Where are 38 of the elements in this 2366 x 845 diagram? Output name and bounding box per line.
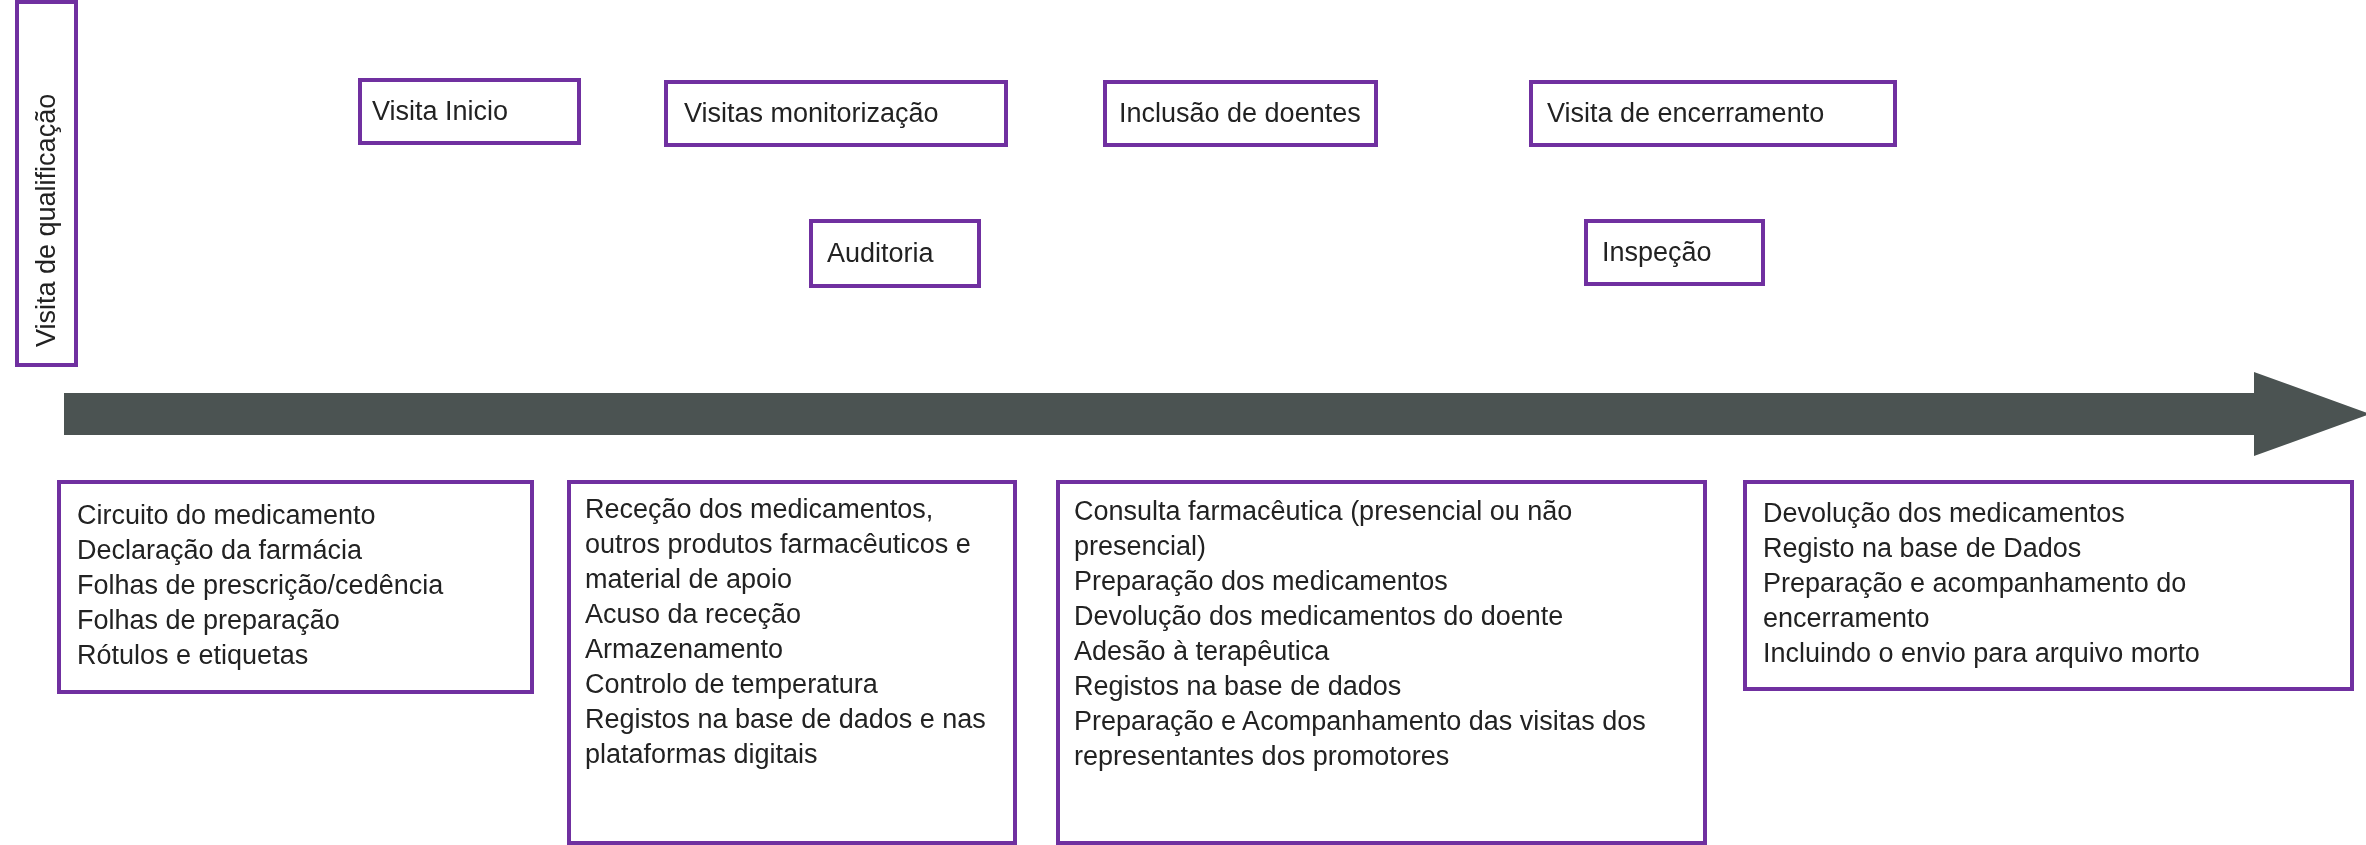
event-label: Visitas monitorização (684, 97, 940, 130)
event-box (809, 219, 981, 288)
event-box (664, 80, 1008, 147)
task-item: Incluindo o envio para arquivo morto (1763, 637, 2201, 670)
event-box (1529, 80, 1897, 147)
event-label: Auditoria (827, 237, 935, 270)
event-label: Visita Inicio (372, 95, 510, 128)
event-box (15, 0, 78, 367)
task-item: Folhas de prescrição/cedência (77, 569, 445, 602)
task-item: Declaração da farmácia (77, 534, 364, 567)
event-label: Visita de encerramento (1547, 97, 1826, 130)
task-list-box (1056, 480, 1707, 845)
task-item: Consulta farmacêutica (presencial ou não presencial) (1074, 495, 1574, 563)
task-item: Circuito do medicamento (77, 499, 377, 532)
task-item: Registos na base de dados (1074, 670, 1403, 703)
task-item: Registos na base de dados e nas plataformas digitais (585, 703, 987, 771)
task-list-box (57, 480, 534, 694)
task-item: Rótulos e etiquetas (77, 639, 310, 672)
task-item: Armazenamento (585, 633, 785, 666)
event-label: Inspeção (1602, 236, 1713, 269)
event-label: Inclusão de doentes (1119, 97, 1362, 130)
task-list-box (1743, 480, 2354, 691)
task-item: Controlo de temperatura (585, 668, 879, 701)
task-item: Devolução dos medicamentos (1763, 497, 2126, 530)
task-item: Preparação e acompanhamento do encerramento (1763, 567, 2188, 635)
event-box (358, 78, 581, 145)
task-item: Devolução dos medicamentos do doente (1074, 600, 1565, 633)
task-item: Acuso da receção (585, 598, 803, 631)
task-item: Receção dos medicamentos, outros produtos farmacêuticos e material de apoio (585, 493, 972, 596)
task-item: Registo na base de Dados (1763, 532, 2083, 565)
task-item: Preparação e Acompanhamento das visitas dos representantes dos promotores (1074, 705, 1647, 773)
task-item: Folhas de preparação (77, 604, 341, 637)
event-box (1584, 219, 1765, 286)
event-box (1103, 80, 1378, 147)
task-item: Preparação dos medicamentos (1074, 565, 1449, 598)
event-label: Visita de qualificação (30, 92, 62, 347)
task-item: Adesão à terapêutica (1074, 635, 1331, 668)
task-list-box (567, 480, 1017, 845)
